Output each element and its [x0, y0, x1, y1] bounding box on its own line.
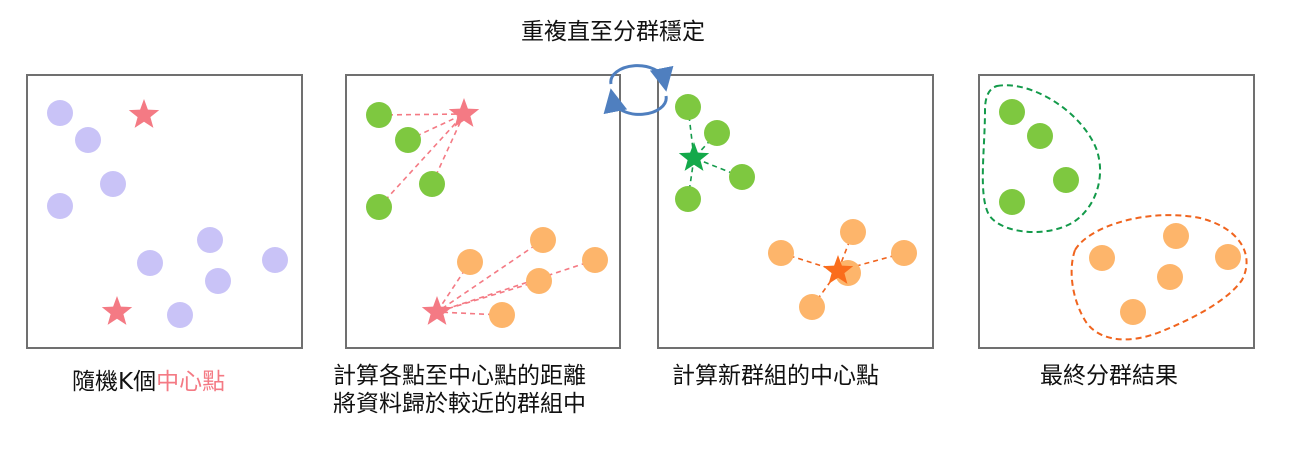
data-point	[262, 247, 288, 273]
data-point-orange	[1163, 223, 1189, 249]
caption-step4: 最終分群結果	[1040, 363, 1178, 389]
panel-step3-points	[675, 94, 917, 320]
data-point-green	[1027, 123, 1053, 149]
distance-line	[436, 239, 544, 313]
data-point-orange	[1089, 245, 1115, 271]
panel-step4-clusters	[981, 84, 1248, 341]
data-point-orange	[840, 219, 866, 245]
data-point-green	[729, 164, 755, 190]
data-point-orange	[530, 227, 556, 253]
star-icon	[448, 98, 480, 127]
distance-line	[436, 259, 596, 313]
data-point-green	[675, 94, 701, 120]
panel-frame-step2	[345, 74, 621, 349]
data-point-orange	[891, 240, 917, 266]
refresh-cycle-icon	[603, 64, 674, 116]
data-point	[100, 171, 126, 197]
data-point	[197, 227, 223, 253]
data-point-green	[704, 120, 730, 146]
data-point-orange	[1215, 244, 1241, 270]
data-point-orange	[489, 302, 515, 328]
data-point-orange	[582, 247, 608, 273]
data-point	[167, 302, 193, 328]
data-point-orange	[768, 240, 794, 266]
caption-step1-text: 隨機K個	[72, 369, 157, 395]
star-icon	[101, 296, 133, 325]
caption-step1-highlight: 中心點	[156, 369, 226, 395]
data-point-green	[1053, 167, 1079, 193]
distance-line	[436, 280, 540, 313]
data-point	[137, 250, 163, 276]
distance-line	[687, 157, 695, 200]
star-icon	[678, 142, 710, 171]
data-point	[47, 193, 73, 219]
caption-step2-line2: 將資料歸於較近的群組中	[333, 391, 586, 417]
star-icon	[822, 255, 854, 284]
data-point	[47, 100, 73, 126]
data-point-green	[675, 186, 701, 212]
data-point	[75, 127, 101, 153]
data-point-green	[366, 194, 392, 220]
caption-step2-line1: 計算各點至中心點的距離	[333, 363, 586, 389]
data-point-green	[999, 99, 1025, 125]
caption-step3: 計算新群組的中心點	[672, 363, 879, 389]
panel-frame-step3	[657, 74, 934, 349]
caption-step2: 計算各點至中心點的距離 將資料歸於較近的群組中	[333, 362, 586, 418]
data-point	[205, 268, 231, 294]
panel-step2-points	[366, 98, 608, 328]
cluster-boundary-orange	[1070, 214, 1248, 341]
distance-line	[837, 231, 854, 272]
panel-step1-points	[47, 99, 288, 328]
data-point-green	[366, 102, 392, 128]
star-icon	[421, 296, 453, 325]
panel-frame-step4	[978, 74, 1255, 349]
star-icon	[128, 99, 160, 128]
data-point-orange	[1157, 264, 1183, 290]
data-point-orange	[799, 294, 825, 320]
data-point-green	[395, 127, 421, 153]
data-point-orange	[457, 249, 483, 275]
caption-step1: 隨機K個中心點	[72, 368, 225, 396]
cluster-boundary-green	[981, 84, 1101, 233]
cycle-title: 重複直至分群穩定	[521, 19, 705, 45]
data-point-orange	[526, 268, 552, 294]
data-point-orange	[1120, 299, 1146, 325]
data-point-green	[999, 189, 1025, 215]
distance-line	[378, 113, 465, 208]
data-point-green	[419, 171, 445, 197]
panel-frame-step1	[26, 74, 303, 349]
